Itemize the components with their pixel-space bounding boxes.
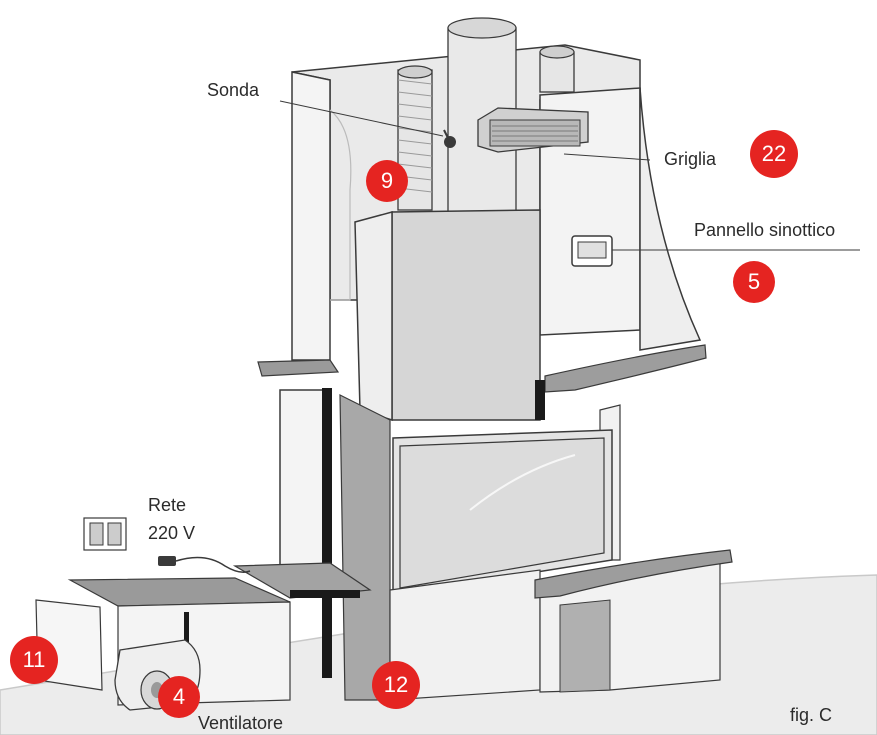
left-pillar [279, 389, 329, 571]
left-black-post [322, 388, 332, 678]
label-rete: Rete [148, 495, 187, 515]
label-sonda: Sonda [207, 80, 260, 100]
figure-caption: fig. C [790, 705, 833, 725]
hood-front [391, 209, 541, 421]
left-cutaway-wall [329, 109, 352, 301]
leader-griglia [563, 153, 651, 161]
glass-reflection [469, 454, 576, 511]
badge-4: 4 [158, 676, 200, 718]
bench-top [67, 577, 291, 607]
vent-grille-icon [477, 107, 589, 153]
chimney-right-curve [639, 87, 702, 351]
bench-black-strip [290, 590, 360, 598]
right-shelf-bracket [535, 380, 545, 420]
probe-sensor-icon [443, 129, 456, 148]
wall-socket-icon [83, 517, 127, 551]
right-curved-shelf [544, 344, 707, 393]
chimney-left-wall [291, 71, 331, 361]
badge-22: 22 [750, 130, 798, 178]
leader-sonda [279, 100, 444, 137]
label-ventilatore: Ventilatore [198, 713, 284, 733]
badge-9: 9 [366, 160, 408, 202]
control-panel-icon [571, 235, 613, 267]
center-pillar [339, 394, 391, 701]
label-griglia: Griglia [664, 149, 717, 169]
firebox-glass [399, 437, 605, 589]
badge-12: 12 [372, 661, 420, 709]
bench-leg [184, 612, 189, 642]
hood-side [354, 211, 393, 422]
badge-5: 5 [733, 261, 775, 303]
right-curved-hearth [534, 549, 733, 599]
badge-11: 11 [10, 636, 58, 684]
bench-shelf [232, 562, 372, 599]
left-shelf [257, 359, 340, 377]
label-pannello-sinottico: Pannello sinottico [694, 220, 836, 240]
ash-door [559, 599, 611, 693]
label-voltage: 220 V [148, 523, 196, 543]
power-plug-icon [158, 556, 251, 573]
